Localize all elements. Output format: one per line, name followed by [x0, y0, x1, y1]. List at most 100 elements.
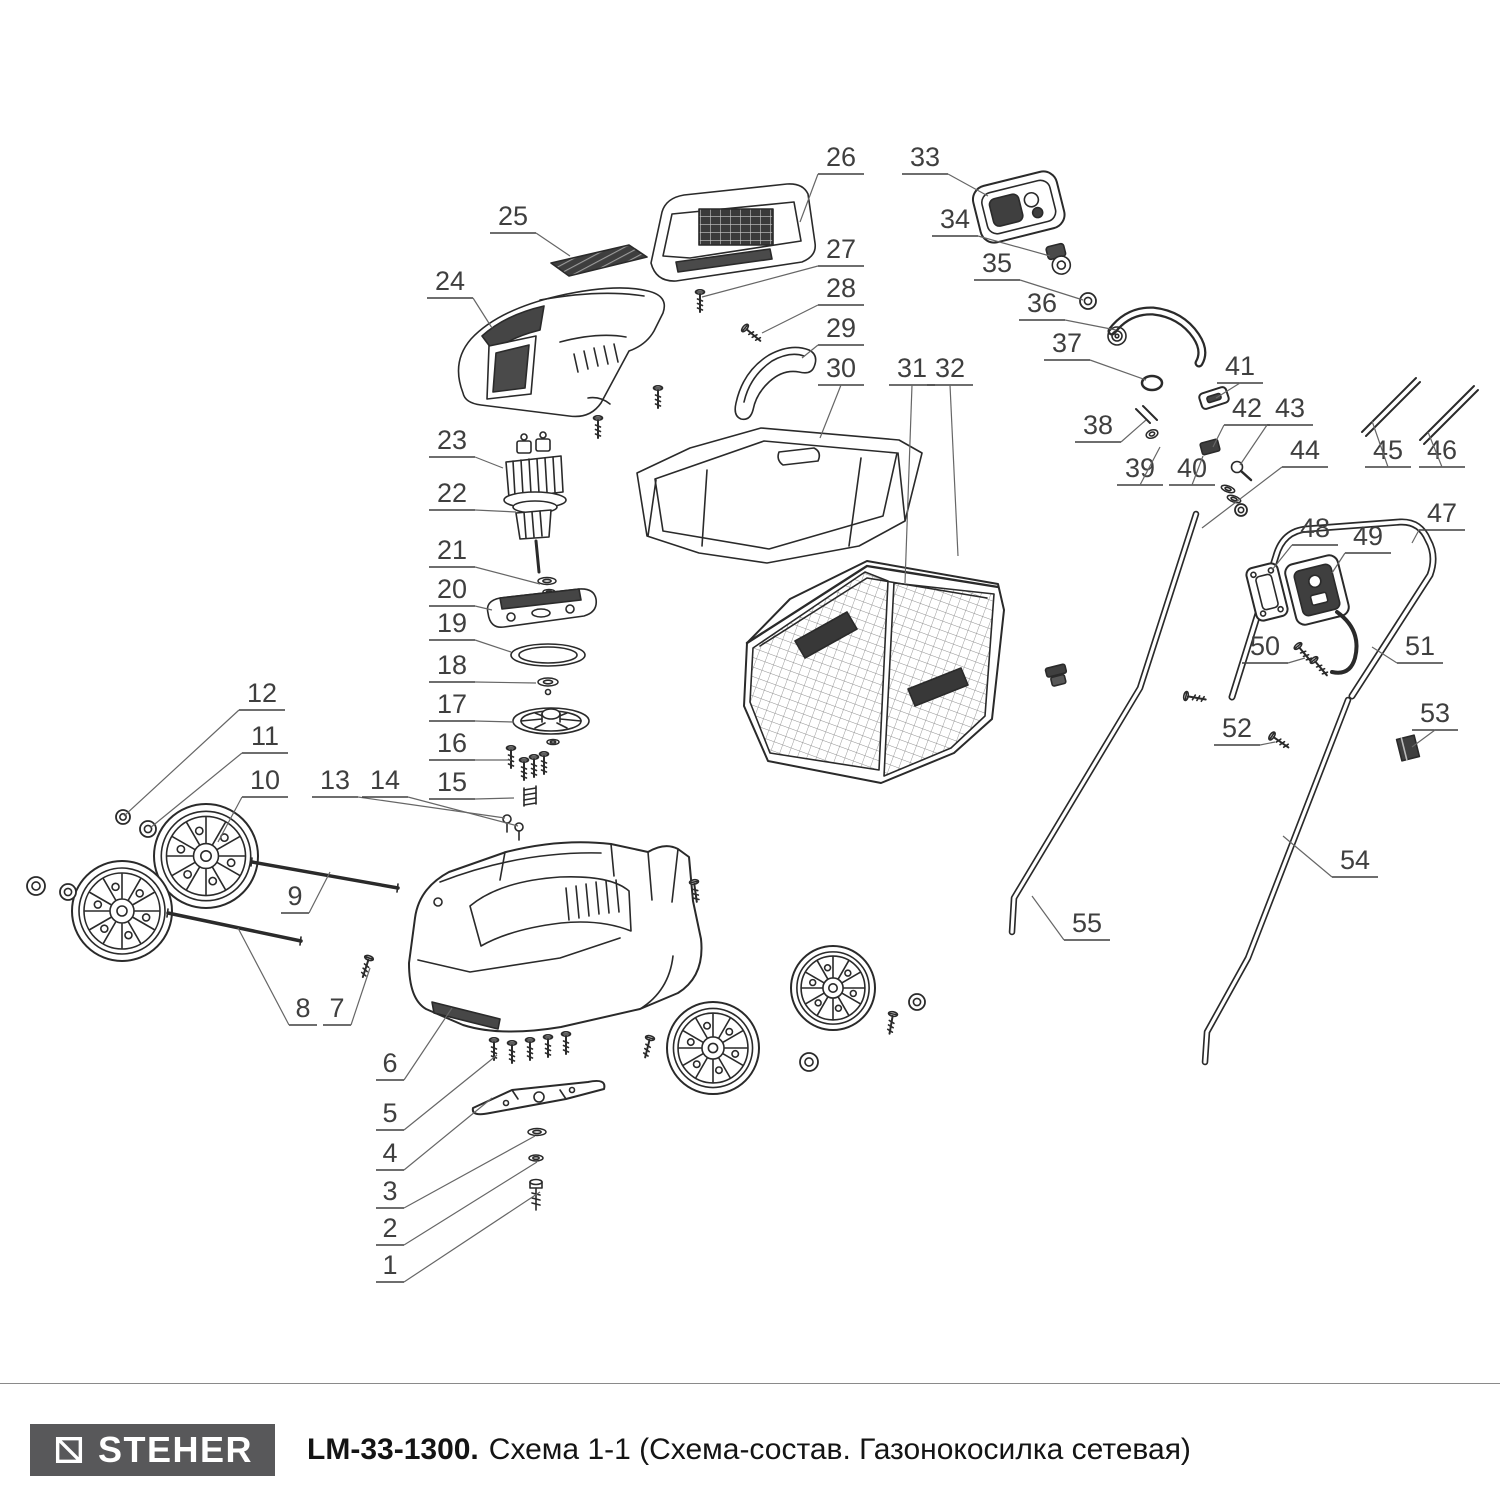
part-label-45: 45	[1373, 435, 1403, 465]
wheel	[790, 945, 876, 1031]
footer: STEHER LM-33-1300.Схема 1-1 (Схема-соста…	[0, 1383, 1500, 1476]
part-label-35: 35	[982, 248, 1012, 278]
switch-bracket-part	[1245, 562, 1289, 622]
part-label-5: 5	[382, 1098, 397, 1128]
switch-housing-part	[971, 170, 1066, 244]
washer-part	[139, 820, 157, 838]
hub-cap-part	[908, 993, 926, 1011]
washer-part	[527, 1127, 547, 1137]
deck-part	[408, 841, 703, 1033]
part-label-16: 16	[437, 728, 467, 758]
part-label-27: 27	[826, 234, 856, 264]
nut-part	[1234, 503, 1248, 517]
mower-artwork	[26, 170, 1479, 1211]
pin-parts	[1135, 405, 1158, 424]
screw-part	[538, 750, 550, 775]
mount-plate-part	[486, 588, 598, 629]
vent-strip-part	[550, 244, 648, 277]
part-label-3: 3	[382, 1176, 397, 1206]
part-label-55: 55	[1072, 908, 1102, 938]
part-label-1: 1	[382, 1250, 397, 1280]
wing-clamp-part	[1044, 663, 1068, 687]
screw-part	[360, 954, 375, 979]
part-label-34: 34	[940, 204, 970, 234]
handle-tube-right	[1201, 696, 1352, 1066]
rod-parts	[1361, 377, 1479, 445]
screw-part	[542, 1033, 554, 1058]
screw-part	[592, 414, 604, 439]
spacer-part	[523, 785, 537, 807]
part-label-26: 26	[826, 142, 856, 172]
part-label-12: 12	[247, 678, 277, 708]
part-label-23: 23	[437, 425, 467, 455]
footer-divider	[0, 1383, 1500, 1384]
washer-part	[528, 1154, 544, 1162]
part-label-54: 54	[1340, 845, 1370, 875]
part-label-25: 25	[498, 201, 528, 231]
cable-loop-part	[1330, 610, 1359, 675]
part-label-22: 22	[437, 478, 467, 508]
steher-logo-icon	[55, 1436, 83, 1464]
screw-part	[505, 744, 517, 769]
part-label-2: 2	[382, 1213, 397, 1243]
handle-tube-left	[1008, 510, 1200, 936]
upper-handle-part	[1228, 518, 1437, 701]
washer-part	[1145, 428, 1159, 440]
part-label-46: 46	[1427, 435, 1457, 465]
part-label-14: 14	[370, 765, 400, 795]
part-label-48: 48	[1300, 513, 1330, 543]
rear-cover-part	[636, 427, 923, 564]
part-label-24: 24	[435, 266, 465, 296]
part-label-44: 44	[1290, 435, 1320, 465]
part-label-7: 7	[329, 993, 344, 1023]
clip-part	[1395, 734, 1421, 762]
part-label-9: 9	[287, 881, 302, 911]
part-label-8: 8	[295, 993, 310, 1023]
screw-part	[694, 288, 706, 313]
part-label-50: 50	[1250, 631, 1280, 661]
washer-part	[537, 576, 557, 586]
nut-part	[1079, 292, 1097, 310]
screw-part	[886, 1010, 899, 1035]
grass-basket-part	[743, 560, 1005, 784]
bolt-part	[1230, 460, 1253, 482]
small-bolt-part	[502, 814, 524, 841]
part-label-49: 49	[1353, 521, 1383, 551]
hub-cap-part	[26, 876, 46, 896]
part-label-32: 32	[935, 353, 965, 383]
part-label-38: 38	[1083, 410, 1113, 440]
screw-part	[1182, 690, 1207, 703]
part-label-29: 29	[826, 313, 856, 343]
part-label-36: 36	[1027, 288, 1057, 318]
part-label-17: 17	[437, 689, 467, 719]
part-label-20: 20	[437, 574, 467, 604]
part-label-11: 11	[251, 721, 279, 751]
motor-cover-part	[457, 287, 666, 418]
steher-logo: STEHER	[30, 1424, 276, 1476]
part-label-42: 42	[1232, 393, 1262, 423]
hub-cap-part	[799, 1052, 819, 1072]
part-label-52: 52	[1222, 713, 1252, 743]
part-label-30: 30	[826, 353, 856, 383]
fan-part	[512, 707, 590, 735]
part-label-19: 19	[437, 608, 467, 638]
screw-part	[1268, 731, 1290, 749]
wheel	[153, 803, 259, 909]
carry-handle-part	[734, 346, 817, 421]
diagram-subtitle: Схема 1-1 (Схема-состав. Газонокосилка с…	[488, 1433, 1191, 1466]
part-label-18: 18	[437, 650, 467, 680]
brand-name: STEHER	[98, 1429, 254, 1470]
part-label-33: 33	[910, 142, 940, 172]
diagram-title: LM-33-1300.Схема 1-1 (Схема-состав. Газо…	[307, 1433, 1191, 1467]
circlip-part	[115, 809, 131, 825]
screw-part	[642, 1034, 656, 1059]
axle-part	[166, 857, 400, 946]
screw-part	[518, 756, 530, 781]
part-label-15: 15	[437, 767, 467, 797]
part-label-43: 43	[1275, 393, 1305, 423]
part-label-39: 39	[1125, 453, 1155, 483]
blade-part	[471, 1079, 606, 1116]
part-label-4: 4	[382, 1138, 397, 1168]
bearing-ring-part	[510, 643, 586, 667]
part-label-28: 28	[826, 273, 856, 303]
